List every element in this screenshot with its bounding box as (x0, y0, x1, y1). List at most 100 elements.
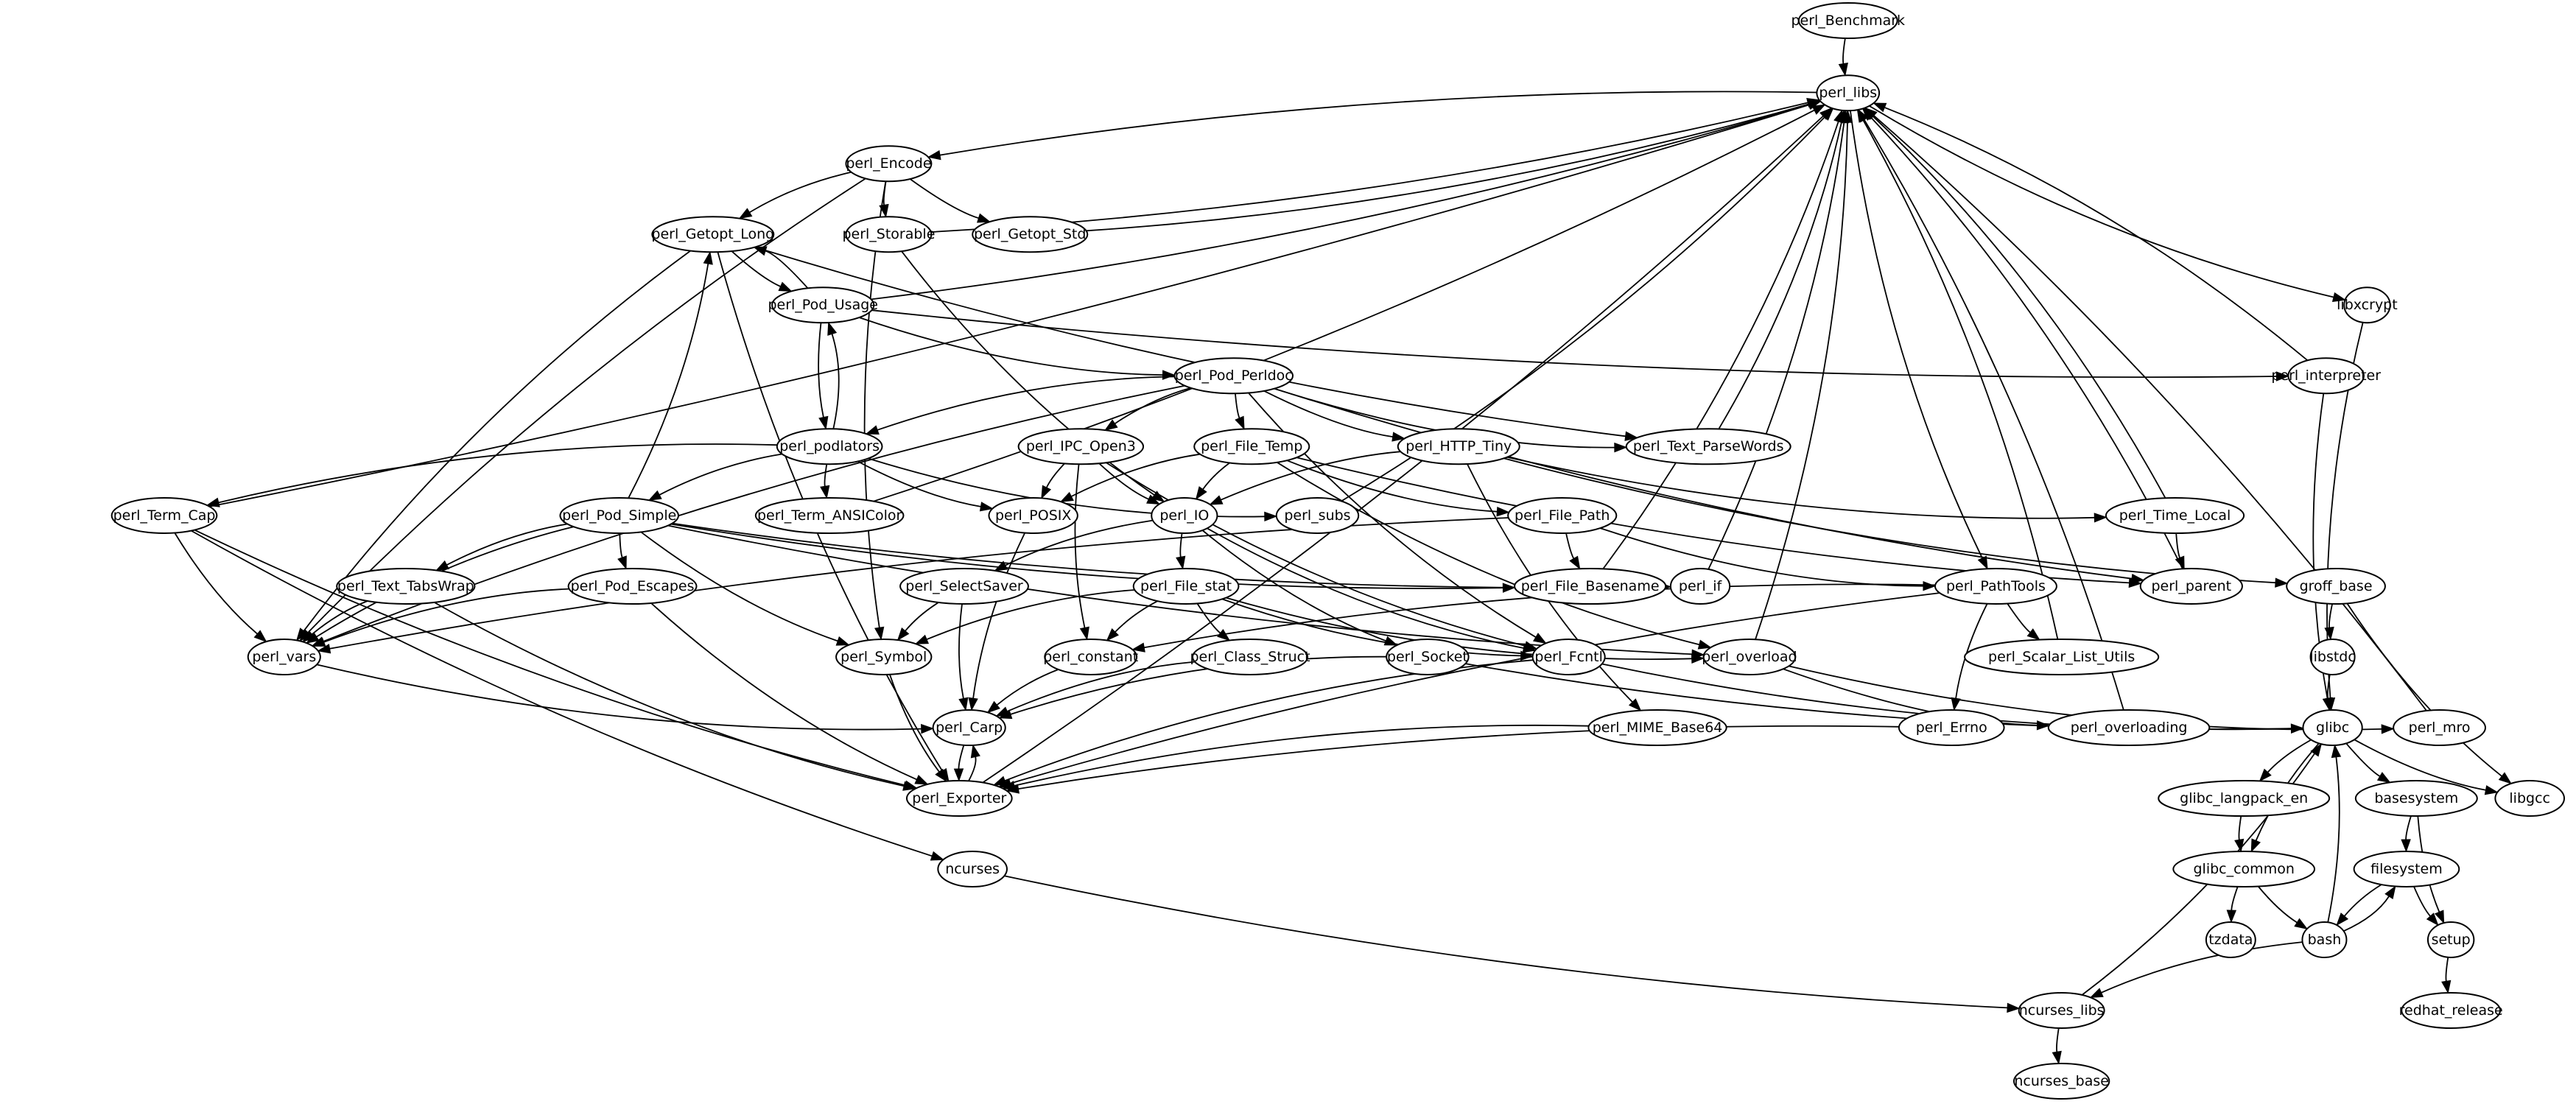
node-perl-mro[interactable]: perl_mro (2393, 709, 2486, 746)
node-perl-storable[interactable]: perl_Storable (842, 216, 935, 253)
edge-line (640, 531, 838, 642)
node-perl-errno[interactable]: perl_Errno (1898, 709, 2005, 746)
edge-perl_Pod_Usage-to-perl_libs (871, 99, 1822, 300)
node-perl-file-temp[interactable]: perl_File_Temp (1193, 428, 1310, 465)
arrowhead-icon (295, 627, 309, 641)
nodes-layer: perl_Benchmark perl_libs perl_Encode perl_G… (110, 2, 2566, 1100)
node-libstdc[interactable]: libstdc (2309, 639, 2356, 675)
node-ncurses-libs[interactable]: ncurses_libs (2018, 992, 2105, 1029)
node-perl-pod-perldoc[interactable]: perl_Pod_Perldoc (1173, 357, 1294, 395)
node-perl-file-stat[interactable]: perl_File_stat (1132, 568, 1240, 605)
node-label: glibc_langpack_en (2180, 790, 2308, 806)
node-perl-selectsaver[interactable]: perl_SelectSaver (899, 568, 1029, 605)
node-perl-text-tabswrap[interactable]: perl_Text_TabsWrap (336, 568, 476, 605)
node-glibc-common[interactable]: glibc_common (2172, 851, 2316, 887)
arrowhead-icon (2323, 697, 2333, 711)
node-perl-vars[interactable]: perl_vars (247, 639, 321, 675)
edge-perl_podlators-to-perl_Term_ANSIColor (820, 464, 830, 499)
arrowhead-icon (1162, 370, 1176, 380)
node-label: basesystem (2374, 790, 2458, 806)
node-perl-class-struct[interactable]: perl_Class_Struct (1190, 639, 1310, 675)
edge-bash-to-glibc (2327, 744, 2342, 923)
arrowhead-icon (647, 490, 662, 501)
node-redhat-release[interactable]: redhat_release (2399, 992, 2503, 1029)
node-perl-ipc-open3[interactable]: perl_IPC_Open3 (1017, 428, 1145, 465)
node-bash[interactable]: bash (2301, 921, 2348, 958)
node-perl-file-basename[interactable]: perl_File_Basename (1514, 568, 1667, 605)
edge-line (1179, 532, 1183, 558)
node-ellipse (110, 497, 218, 534)
node-label: bash (2308, 932, 2342, 948)
node-groff-base[interactable]: groff_base (2286, 568, 2386, 605)
node-perl-encode[interactable]: perl_Encode (845, 145, 933, 183)
node-perl-pod-simple[interactable]: perl_Pod_Simple (559, 497, 679, 534)
node-glibc-langpack-en[interactable]: glibc_langpack_en (2158, 780, 2331, 817)
node-ellipse (2172, 851, 2316, 887)
node-perl-pod-usage[interactable]: perl_Pod_Usage (768, 286, 878, 324)
node-ncurses[interactable]: ncurses (937, 851, 1008, 887)
edge-line (2101, 941, 2303, 994)
node-label: perl_libs (1819, 85, 1877, 101)
edge-perl_File_stat-to-perl_Symbol (914, 589, 1135, 644)
node-perl-exporter[interactable]: perl_Exporter (905, 780, 1013, 817)
node-perl-term-cap[interactable]: perl_Term_Cap (110, 497, 218, 534)
node-perl-io[interactable]: perl_IO (1151, 497, 1218, 534)
node-setup[interactable]: setup (2426, 921, 2475, 958)
node-perl-parent[interactable]: perl_parent (2139, 568, 2243, 605)
edge-line (1074, 464, 1086, 628)
node-perl-pathtools[interactable]: perl_PathTools (1934, 568, 2057, 605)
edge-line (1004, 875, 2008, 1009)
edge-line (926, 589, 1135, 641)
node-perl-time-local[interactable]: perl_Time_Local (2105, 497, 2245, 534)
arrowhead-icon (1951, 697, 1961, 711)
node-perl-benchmark[interactable]: perl_Benchmark (1791, 2, 1905, 39)
node-perl-libs[interactable]: perl_libs (1816, 74, 1881, 112)
node-libxcrypt[interactable]: libxcrypt (2337, 286, 2398, 324)
node-label: perl_Pod_Usage (768, 297, 878, 313)
node-tzdata[interactable]: tzdata (2205, 921, 2256, 958)
node-ellipse (2494, 780, 2566, 817)
node-perl-pod-escapes[interactable]: perl_Pod_Escapes (567, 568, 698, 605)
arrowhead-icon (1628, 698, 1642, 711)
node-label: glibc (2316, 720, 2349, 736)
node-perl-overloading[interactable]: perl_overloading (2047, 709, 2211, 746)
node-perl-if[interactable]: perl_if (1669, 568, 1731, 605)
arrowhead-icon (994, 560, 1008, 572)
node-perl-overload[interactable]: perl_overload (1702, 639, 1797, 675)
node-perl-constant[interactable]: perl_constant (1043, 639, 1138, 675)
node-perl-fcntl[interactable]: perl_Fcntl (1531, 639, 1606, 675)
node-perl-http-tiny[interactable]: perl_HTTP_Tiny (1397, 428, 1520, 465)
node-perl-interpreter[interactable]: perl_interpreter (2271, 357, 2381, 395)
edge-perl_Text_TabsWrap-to-perl_Exporter (434, 602, 917, 791)
edge-line (1014, 724, 1589, 787)
node-glibc[interactable]: glibc (2302, 709, 2363, 746)
node-basesystem[interactable]: basesystem (2354, 780, 2478, 817)
node-ellipse (845, 216, 933, 253)
node-perl-socket[interactable]: perl_Socket (1386, 639, 1470, 675)
node-ncurses-base[interactable]: ncurses_base (2012, 1063, 2110, 1100)
node-perl-symbol[interactable]: perl_Symbol (835, 639, 933, 675)
node-label: perl_Text_ParseWords (1633, 438, 1784, 454)
node-libgcc[interactable]: libgcc (2494, 780, 2566, 817)
node-perl-subs[interactable]: perl_subs (1275, 497, 1360, 534)
node-ellipse (754, 497, 905, 534)
edge-perl_File_Temp-to-perl_File_Path (1286, 460, 1510, 517)
node-perl-file-path[interactable]: perl_File_Path (1507, 497, 1618, 534)
edge-line (2345, 742, 2381, 777)
node-perl-term-ansicolor[interactable]: perl_Term_ANSIColor (754, 497, 905, 534)
edge-perl_Pod_Usage-to-perl_podlators (818, 323, 829, 430)
edge-line (1863, 119, 2124, 711)
node-ellipse (1934, 568, 2057, 605)
node-perl-mime-base64[interactable]: perl_MIME_Base64 (1587, 709, 1727, 746)
node-perl-getopt-long[interactable]: perl_Getopt_Long (651, 216, 775, 253)
node-perl-podlators[interactable]: perl_podlators (776, 428, 883, 465)
edge-line (659, 453, 782, 496)
node-filesystem[interactable]: filesystem (2353, 851, 2460, 887)
node-perl-text-parsewords[interactable]: perl_Text_ParseWords (1625, 428, 1791, 465)
node-label: perl_Pod_Simple (562, 507, 676, 524)
node-perl-carp[interactable]: perl_Carp (932, 709, 1006, 746)
node-perl-scalar-list-utils[interactable]: perl_Scalar_List_Utils (1964, 639, 2160, 675)
node-perl-getopt-std[interactable]: perl_Getopt_Std (972, 216, 1089, 253)
arrowhead-icon (1697, 639, 1712, 650)
node-perl-posix[interactable]: perl_POSIX (988, 497, 1078, 534)
